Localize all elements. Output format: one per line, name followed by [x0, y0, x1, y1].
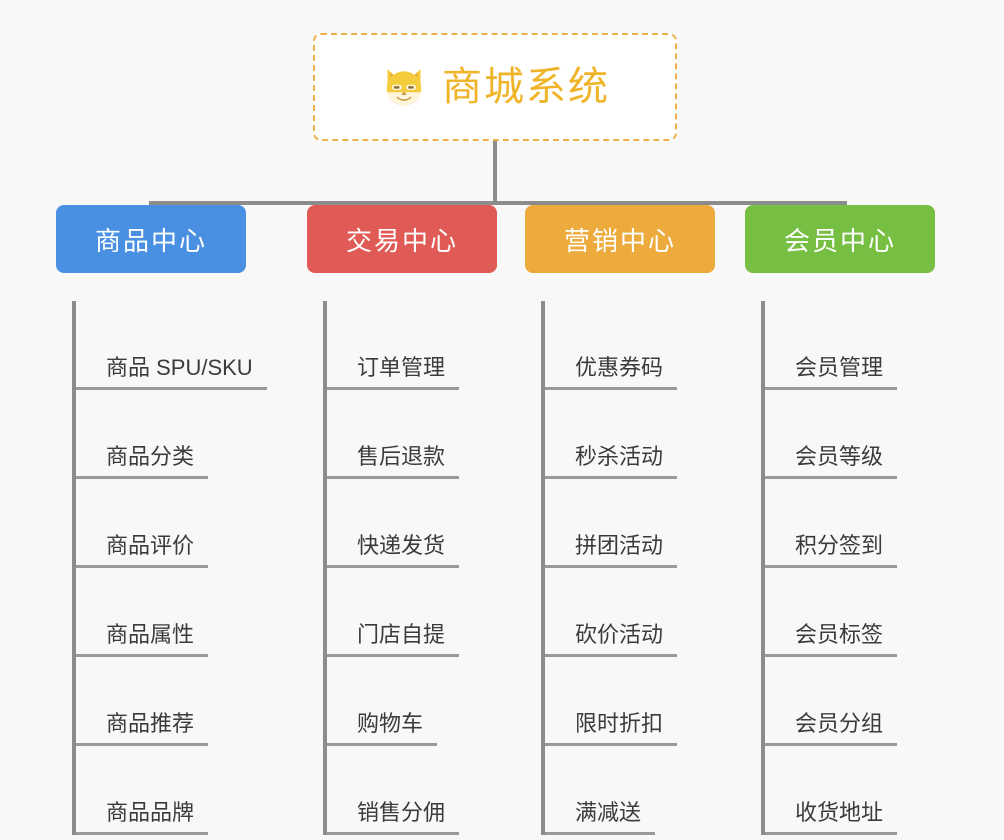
leaf-label: 砍价活动 [545, 622, 678, 657]
leaf-label: 秒杀活动 [545, 444, 678, 479]
category-title: 会员中心 [783, 225, 896, 256]
leaf-label: 满减送 [545, 800, 656, 835]
connector-root-stem [493, 141, 497, 205]
leaf-label: 限时折扣 [545, 711, 678, 746]
list-item[interactable]: 砍价活动 [545, 568, 715, 657]
list-item[interactable]: 商品品牌 [76, 746, 246, 835]
list-item[interactable]: 优惠券码 [545, 301, 715, 390]
list-item[interactable]: 售后退款 [327, 390, 497, 479]
leaf-label: 商品分类 [76, 444, 209, 479]
category-box-member-center[interactable]: 会员中心 [745, 205, 935, 273]
leaf-label: 会员等级 [765, 444, 898, 479]
leaf-label: 商品属性 [76, 622, 209, 657]
leaf-label: 拼团活动 [545, 533, 678, 568]
leaf-label: 快递发货 [327, 533, 460, 568]
root-node-shop-system[interactable]: 商城系统 [313, 33, 677, 141]
list-item[interactable]: 收货地址 [765, 746, 935, 835]
leaf-label: 销售分佣 [327, 800, 460, 835]
list-item[interactable]: 快递发货 [327, 479, 497, 568]
leaf-label: 优惠券码 [545, 355, 678, 390]
leaf-list-product-center: 商品 SPU/SKU 商品分类 商品评价 商品属性 商品推荐 商品品牌 [72, 301, 267, 835]
list-item[interactable]: 商品属性 [76, 568, 246, 657]
list-item[interactable]: 商品推荐 [76, 657, 246, 746]
leaf-list-member-center: 会员管理 会员等级 积分签到 会员标签 会员分组 收货地址 [761, 301, 935, 835]
list-item[interactable]: 会员分组 [765, 657, 935, 746]
root-title: 商城系统 [442, 65, 610, 109]
category-box-marketing-center[interactable]: 营销中心 [525, 205, 715, 273]
leaf-label: 商品评价 [76, 533, 209, 568]
column-product-center: 商品中心 商品 SPU/SKU 商品分类 商品评价 商品属性 商品推荐 商品品牌 [56, 205, 267, 835]
leaf-label: 门店自提 [327, 622, 460, 657]
leaf-label: 积分签到 [765, 533, 898, 568]
list-item[interactable]: 订单管理 [327, 301, 497, 390]
list-item[interactable]: 秒杀活动 [545, 390, 715, 479]
leaf-list-marketing-center: 优惠券码 秒杀活动 拼团活动 砍价活动 限时折扣 满减送 [541, 301, 715, 835]
list-item[interactable]: 商品分类 [76, 390, 246, 479]
category-title: 交易中心 [345, 225, 458, 256]
list-item[interactable]: 会员标签 [765, 568, 935, 657]
list-item[interactable]: 购物车 [327, 657, 497, 746]
leaf-label: 订单管理 [327, 355, 460, 390]
connector-trunk-bar [149, 201, 847, 205]
category-box-product-center[interactable]: 商品中心 [56, 205, 246, 273]
leaf-label: 商品 SPU/SKU [76, 355, 267, 390]
list-item[interactable]: 商品 SPU/SKU [76, 301, 267, 390]
list-item[interactable]: 拼团活动 [545, 479, 715, 568]
list-item[interactable]: 会员等级 [765, 390, 935, 479]
category-title: 营销中心 [563, 225, 676, 256]
category-box-trade-center[interactable]: 交易中心 [307, 205, 497, 273]
category-title: 商品中心 [94, 225, 207, 256]
column-marketing-center: 营销中心 优惠券码 秒杀活动 拼团活动 砍价活动 限时折扣 满减送 [525, 205, 715, 835]
shiba-dog-icon [380, 63, 428, 111]
list-item[interactable]: 积分签到 [765, 479, 935, 568]
list-item[interactable]: 满减送 [545, 746, 715, 835]
column-member-center: 会员中心 会员管理 会员等级 积分签到 会员标签 会员分组 收货地址 [745, 205, 935, 835]
column-trade-center: 交易中心 订单管理 售后退款 快递发货 门店自提 购物车 销售分佣 [307, 205, 497, 835]
leaf-label: 会员分组 [765, 711, 898, 746]
leaf-label: 会员管理 [765, 355, 898, 390]
leaf-label: 会员标签 [765, 622, 898, 657]
list-item[interactable]: 限时折扣 [545, 657, 715, 746]
leaf-label: 商品推荐 [76, 711, 209, 746]
leaf-label: 商品品牌 [76, 800, 209, 835]
leaf-list-trade-center: 订单管理 售后退款 快递发货 门店自提 购物车 销售分佣 [323, 301, 497, 835]
list-item[interactable]: 销售分佣 [327, 746, 497, 835]
list-item[interactable]: 商品评价 [76, 479, 246, 568]
list-item[interactable]: 门店自提 [327, 568, 497, 657]
leaf-label: 售后退款 [327, 444, 460, 479]
list-item[interactable]: 会员管理 [765, 301, 935, 390]
leaf-label: 购物车 [327, 711, 438, 746]
leaf-label: 收货地址 [765, 800, 898, 835]
